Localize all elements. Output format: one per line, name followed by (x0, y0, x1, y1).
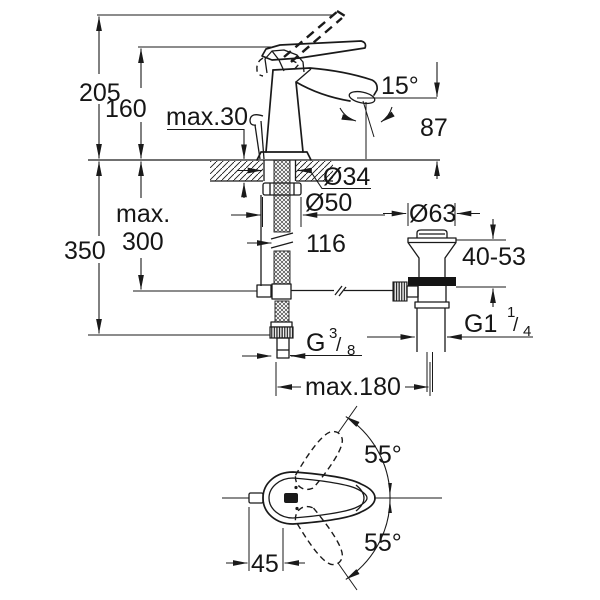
handle-logo-badge (284, 493, 298, 503)
dim-hose-length-label: 350 (64, 237, 106, 265)
dim-87: 87 (420, 62, 448, 179)
supply-hose-nut (269, 326, 294, 339)
dim-max300: max. 300 (116, 161, 170, 290)
dim-hole-diameter-label: Ø34 (323, 163, 370, 191)
dim-waste-thread-numerator: 1 (507, 304, 515, 321)
handle-top-outline (222, 471, 376, 525)
waste-rod-knob (392, 281, 408, 302)
swivel-arc (337, 405, 442, 591)
spout-outlet (348, 90, 376, 105)
dim-160: 160 (105, 48, 147, 159)
dim-lever-height-label: 160 (105, 95, 147, 123)
dim-supply-thread-denominator: 8 (347, 342, 355, 359)
popup-rod-knob (249, 114, 265, 160)
dim-overall-height-label: 205 (79, 79, 121, 107)
dim-max30: max.30 (166, 103, 248, 198)
dim-waste-flange-diameter-label: Ø63 (409, 200, 456, 228)
faucet-body (249, 9, 378, 161)
dim-base-diameter-label: Ø50 (305, 189, 352, 217)
dim-swivel-down-label: 55° (364, 529, 402, 557)
lever-blade (261, 40, 367, 61)
dim-max180: max.180 (275, 362, 431, 401)
dim-supply-thread-numerator: 3 (329, 325, 337, 342)
dim-swivel-up-label: 55° (364, 441, 402, 469)
dim-55-top: 55° (364, 441, 402, 469)
popup-horizontal-rod (291, 285, 393, 297)
popup-waste-assembly (392, 229, 457, 392)
handle-lowered-position (294, 505, 344, 566)
dim-supply-thread-label: G (306, 329, 325, 357)
dim-40-53: 40-53 (456, 219, 526, 307)
waste-thread-tube (416, 308, 446, 352)
below-deck-assembly (256, 159, 393, 359)
deck-section (210, 160, 333, 182)
side-view: 205 160 max.30 350 max. 300 87 (64, 9, 533, 401)
dim-g114: G1 1 / 4 (367, 304, 533, 340)
dim-waste-thread-denominator: 4 (523, 323, 531, 340)
dim-waste-thread-label: G1 (464, 310, 497, 338)
dim-116: 116 (247, 230, 346, 258)
threaded-shank (273, 159, 291, 233)
dim-handle-front-length-label: 45 (251, 550, 279, 578)
dim-rod-length-label-1: max. (116, 200, 170, 228)
dim-dia34: Ø34 (237, 163, 371, 191)
dim-spout-height-label: 87 (420, 114, 448, 142)
dim-clamping-range-label: 40-53 (462, 243, 526, 271)
dim-deck-thickness-label: max.30 (166, 103, 248, 131)
top-view: 55° 55° 45 (222, 405, 442, 591)
supply-hose-end (276, 337, 290, 359)
dim-dia50: Ø50 (231, 189, 385, 227)
handle-raised-position (294, 430, 344, 491)
dim-55-bottom: 55° (364, 529, 402, 557)
waste-plug-cap (416, 229, 448, 238)
dim-15deg: 15° (339, 72, 419, 159)
lever-raised-dashed (283, 9, 346, 63)
dim-supply-thread-slash: / (336, 335, 342, 356)
dim-rod-length-label-2: 300 (122, 228, 164, 256)
dim-45: 45 (226, 507, 305, 578)
dim-spout-angle-label: 15° (381, 72, 419, 100)
handle-front-tab (248, 492, 264, 504)
dim-waste-thread-slash: / (513, 315, 519, 336)
waste-gasket (408, 277, 456, 286)
dim-350: 350 (64, 161, 106, 334)
dim-projection-label: max.180 (305, 373, 401, 401)
lever-pivot-block (264, 49, 305, 74)
dim-205: 205 (79, 16, 121, 159)
dim-g38: G 3 / 8 (242, 325, 362, 359)
dim-dia63: Ø63 (383, 200, 480, 228)
dim-shank-length-label: 116 (306, 230, 346, 258)
